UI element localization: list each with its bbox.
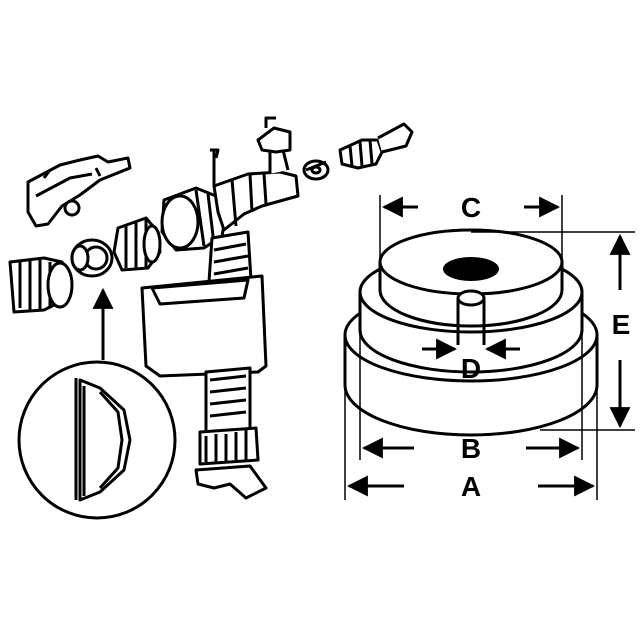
dimension-arrows bbox=[346, 196, 631, 497]
dim-label-c: C bbox=[461, 192, 481, 223]
dim-label-b: B bbox=[461, 433, 481, 464]
fill-valve-exploded-view bbox=[8, 116, 414, 520]
extension-lines bbox=[344, 195, 635, 500]
locknut bbox=[8, 256, 74, 314]
telescopic-tube bbox=[198, 366, 260, 466]
dim-label-e: E bbox=[612, 309, 631, 340]
mounting-bracket bbox=[26, 154, 132, 228]
valve-shroud bbox=[140, 274, 268, 378]
filter-cartridge bbox=[338, 122, 414, 170]
valve-foot bbox=[194, 464, 268, 500]
threaded-connector bbox=[112, 216, 162, 272]
sealing-washer bbox=[70, 238, 114, 278]
cone-center-bore bbox=[456, 289, 486, 345]
valve-inlet-nut bbox=[160, 186, 228, 252]
small-washer bbox=[302, 159, 330, 181]
valve-upper-body bbox=[210, 116, 300, 232]
dim-label-a: A bbox=[461, 471, 481, 502]
dim-label-d: D bbox=[461, 353, 481, 384]
cone-top-opening bbox=[443, 257, 499, 281]
stepped-cone-diagram: C D B A E bbox=[343, 192, 635, 502]
washer-detail-callout bbox=[17, 360, 177, 520]
